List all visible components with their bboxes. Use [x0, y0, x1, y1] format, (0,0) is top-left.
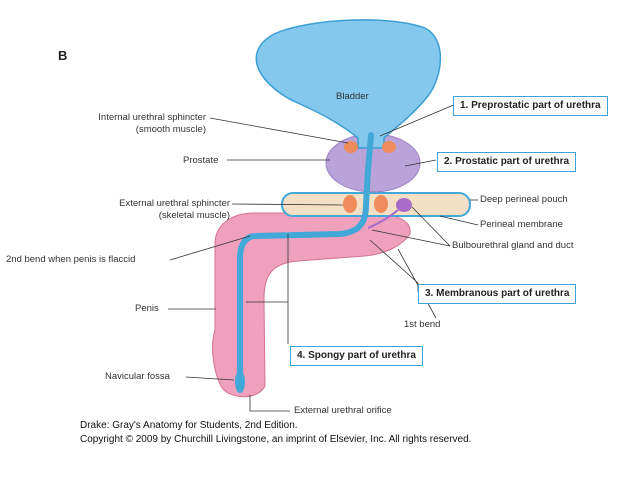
label-bladder: Bladder: [336, 91, 369, 102]
label-bulbourethral: Bulbourethral gland and duct: [452, 240, 574, 251]
credit-line-2: Copyright © 2009 by Churchill Livingston…: [80, 434, 472, 445]
external-sphincter: [343, 195, 357, 213]
label-prostate: Prostate: [183, 155, 219, 166]
part-box-spongy: 4. Spongy part of urethra: [290, 346, 423, 366]
label-external-sphincter-line2: (skeletal muscle): [158, 210, 230, 221]
external-sphincter-right: [374, 195, 388, 213]
label-internal-sphincter: Internal urethral sphincter (smooth musc…: [98, 112, 206, 136]
part-box-preprostatic: 1. Preprostatic part of urethra: [453, 96, 608, 116]
label-internal-sphincter-line2: (smooth muscle): [135, 124, 206, 135]
urethra: [237, 132, 374, 377]
label-perineal-membrane: Perineal membrane: [480, 219, 563, 230]
label-first-bend: 1st bend: [404, 319, 441, 330]
navicular-fossa-shape: [235, 371, 245, 393]
internal-sphincter-right: [382, 141, 396, 153]
bulbourethral-duct: [367, 209, 399, 229]
label-deep-perineal-pouch: Deep perineal pouch: [480, 194, 568, 205]
label-penis: Penis: [135, 303, 159, 314]
penis-shape: [212, 212, 411, 398]
label-external-sphincter: External urethral sphincter (skeletal mu…: [119, 198, 230, 222]
part-box-membranous: 3. Membranous part of urethra: [418, 284, 577, 304]
label-external-orifice: External urethral orifice: [294, 405, 392, 416]
panel-letter: B: [58, 48, 68, 63]
internal-sphincter: [344, 141, 358, 153]
part-box-prostatic: 2. Prostatic part of urethra: [437, 152, 577, 172]
credit-line-1: Drake: Gray's Anatomy for Students, 2nd …: [80, 420, 298, 431]
label-second-bend: 2nd bend when penis is flaccid: [6, 254, 136, 265]
bladder-shape: [255, 19, 442, 149]
bulbourethral-gland: [396, 198, 412, 212]
label-navicular-fossa: Navicular fossa: [105, 371, 170, 382]
label-external-sphincter-line1: External urethral sphincter: [119, 198, 230, 209]
label-internal-sphincter-line1: Internal urethral sphincter: [98, 112, 206, 123]
